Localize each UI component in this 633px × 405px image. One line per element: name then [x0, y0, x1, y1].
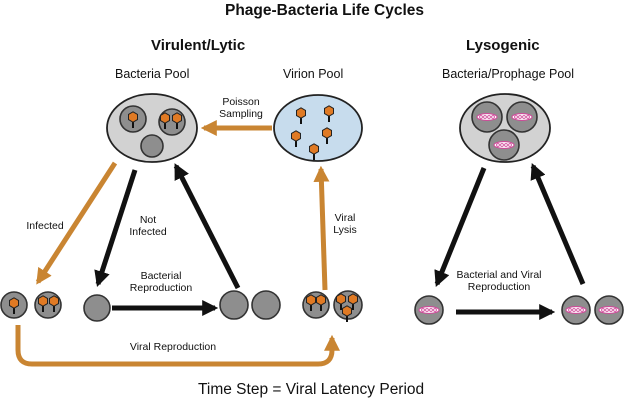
lysogenic-repro-line2: Reproduction: [467, 280, 531, 293]
viral-lysis-line1: Viral: [334, 212, 356, 224]
arrow-infected: [35, 161, 118, 285]
daughter-cell: [219, 290, 249, 320]
viral-lysis-label: Viral Lysis: [326, 212, 364, 236]
arrow-viral-reproduction: [15, 325, 341, 367]
prophage-icon: [418, 306, 440, 314]
bacteria-pool-label: Bacteria Pool: [115, 67, 190, 81]
viral-lysis-line2: Lysis: [333, 223, 357, 236]
phage-icon: [336, 293, 346, 310]
infected-label: Infected: [26, 220, 64, 232]
prophage-icon: [476, 113, 498, 121]
phage-icon: [49, 295, 59, 312]
not-infected-line2: Infected: [129, 225, 167, 238]
phage-icon: [322, 127, 332, 144]
phage-icon: [342, 305, 352, 322]
not-infected-label: Not Infected: [128, 214, 168, 238]
bacterial-repro-line2: Reproduction: [129, 281, 193, 294]
daughter-cell: [251, 290, 281, 320]
lysogenic-reproduction-label: Bacterial and Viral Reproduction: [446, 269, 552, 293]
prophage-pool-label: Bacteria/Prophage Pool: [442, 67, 575, 81]
not-infected-line1: Not: [139, 214, 157, 226]
phage-icon: [324, 105, 334, 122]
arrow-lysogenic-up: [530, 163, 586, 285]
lysogenic-repro-line1: Bacterial and Viral: [456, 269, 542, 281]
arrow-lysogenic-down: [434, 167, 487, 287]
prophage-icon: [511, 113, 533, 121]
poisson-sampling-label: Poisson Sampling: [213, 96, 269, 120]
prophage-icon: [598, 306, 620, 314]
phage-icon: [9, 297, 19, 314]
lysing-cell: [302, 291, 330, 319]
phage-icon: [38, 295, 48, 312]
poisson-line1: Poisson: [222, 96, 260, 108]
phage-icon: [306, 294, 316, 311]
virion-pool-label: Virion Pool: [283, 67, 344, 81]
prophage-icon: [493, 141, 515, 149]
infected-cell: [34, 291, 62, 319]
arrow-not-infected: [94, 169, 138, 288]
pool-uninfected-cell: [140, 134, 164, 158]
phage-icon: [291, 130, 301, 147]
phage-icon: [316, 294, 326, 311]
diagram-title: Phage-Bacteria Life Cycles: [225, 2, 425, 19]
arrow-viral-lysis: [313, 165, 330, 291]
phage-icon: [296, 107, 306, 124]
lytic-heading: Virulent/Lytic: [151, 37, 246, 54]
prophage-icon: [565, 306, 587, 314]
phage-icon: [160, 112, 170, 129]
footer-caption: Time Step = Viral Latency Period: [198, 381, 425, 398]
phage-icon: [348, 293, 358, 310]
arrow-to-bacteria-pool: [173, 163, 241, 290]
phage-icon: [309, 143, 319, 160]
phage-icon: [128, 111, 138, 128]
uninfected-cell: [83, 294, 111, 322]
bacterial-reproduction-label: Bacterial Reproduction: [121, 270, 201, 294]
viral-reproduction-label: Viral Reproduction: [129, 341, 217, 353]
bacterial-repro-line1: Bacterial: [140, 270, 182, 282]
lysogenic-heading: Lysogenic: [466, 37, 540, 54]
poisson-line2: Sampling: [219, 107, 263, 120]
phage-icon: [172, 112, 182, 129]
